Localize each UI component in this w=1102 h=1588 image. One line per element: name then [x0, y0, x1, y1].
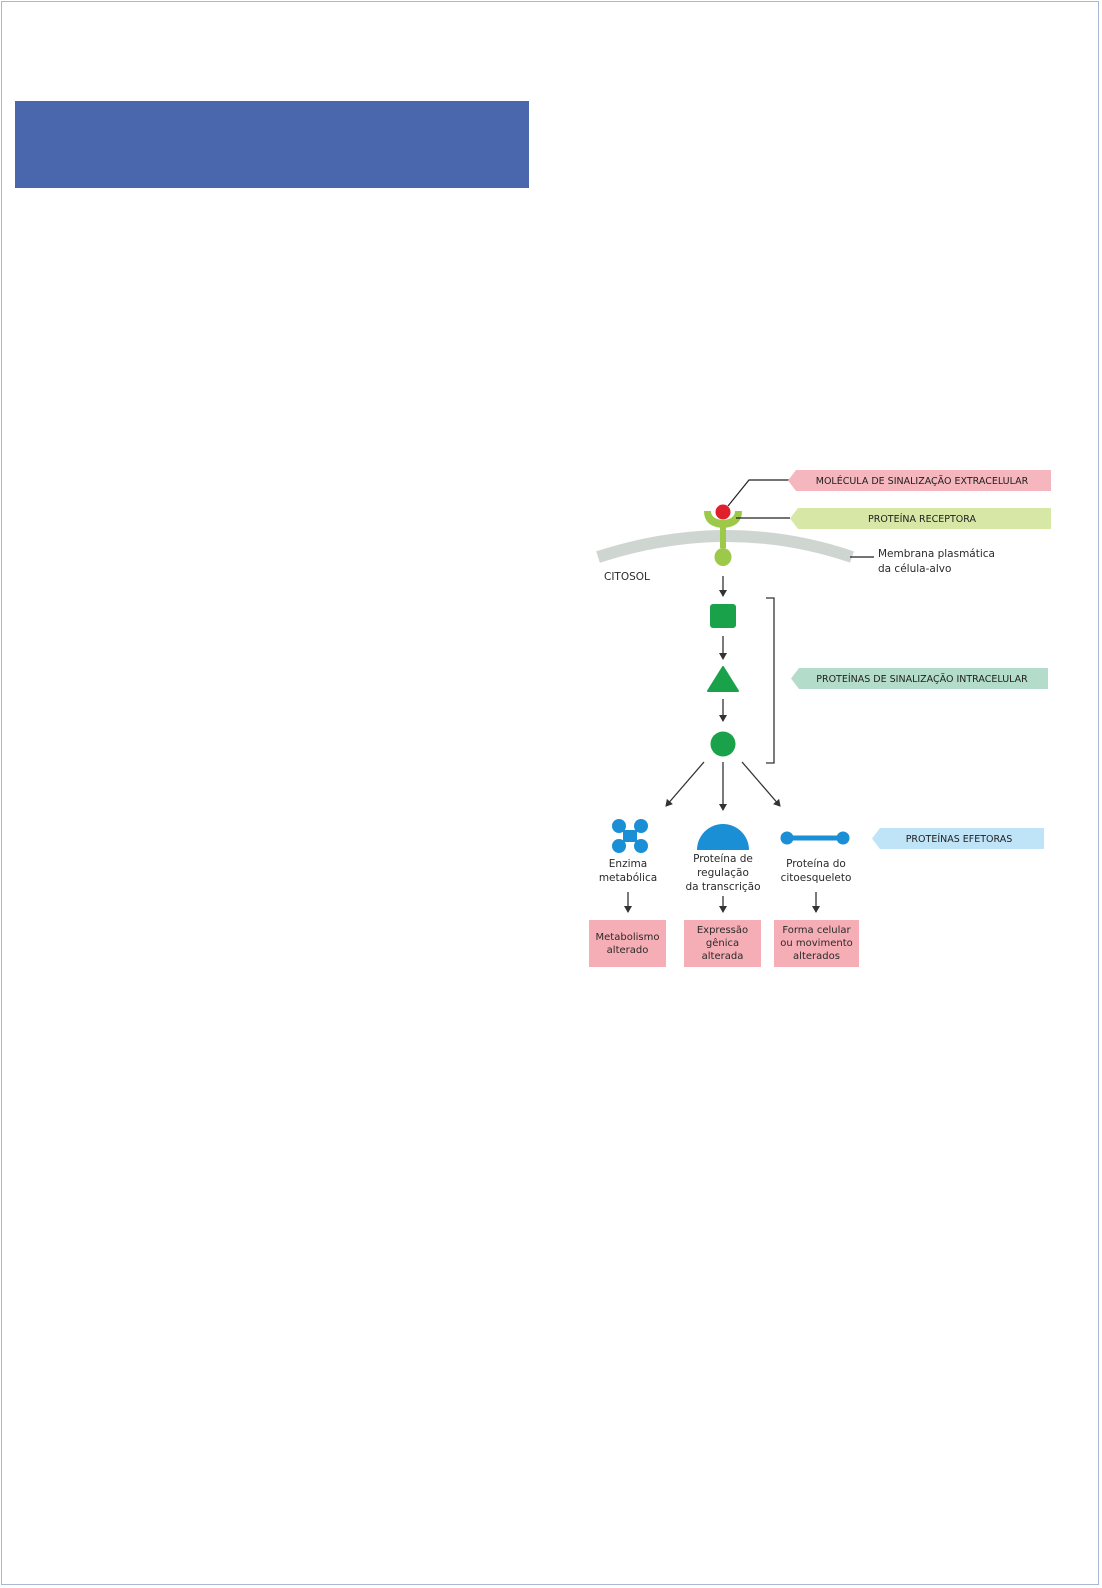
effector-name-enzyme-line1: Enzima: [609, 858, 647, 870]
receptor-protein-pill: PROTEÍNA RECEPTORA: [790, 508, 1051, 529]
extracellular-signal-label: MOLÉCULA DE SINALIZAÇÃO EXTRACELULAR: [816, 475, 1029, 487]
intracellular-proteins-label: PROTEÍNAS DE SINALIZAÇÃO INTRACELULAR: [816, 673, 1028, 685]
outcome-box-gene-expression: Expressão gênica alterada: [684, 920, 761, 967]
effector-name-cytoskeleton-line2: citoesqueleto: [781, 872, 852, 884]
intracellular-circle-icon: [710, 731, 736, 757]
outcome-gene-expression-line3: alterada: [702, 951, 744, 962]
receptor-protein-label: PROTEÍNA RECEPTORA: [868, 513, 977, 525]
effector-name-cytoskeleton-line1: Proteína do: [786, 858, 846, 870]
receptor-protein-icon: [704, 511, 742, 566]
plasma-membrane: [596, 530, 854, 563]
effector-name-enzyme-line2: metabólica: [599, 872, 657, 884]
intracellular-square-icon: [710, 604, 736, 628]
membrane-label-line2: da célula-alvo: [878, 563, 951, 575]
cytosol-label: CITOSOL: [604, 571, 650, 583]
outcome-cell-shape-line3: alterados: [793, 951, 840, 962]
intracellular-proteins-pill: PROTEÍNAS DE SINALIZAÇÃO INTRACELULAR: [791, 668, 1048, 689]
cytoskeleton-protein-icon: [780, 831, 850, 845]
extracellular-signal-pill: MOLÉCULA DE SINALIZAÇÃO EXTRACELULAR: [788, 470, 1051, 491]
effector-name-regulator-line3: da transcrição: [685, 881, 760, 893]
transcription-regulator-icon: [697, 824, 749, 850]
signal-molecule-icon: [715, 504, 731, 520]
arrow-to-cytoskeleton-protein: [741, 761, 781, 807]
outcome-metabolism-line2: alterado: [607, 945, 649, 956]
signal-leader-line: [727, 479, 790, 507]
title-banner: [15, 101, 529, 188]
metabolic-enzyme-icon: [612, 819, 648, 853]
intracellular-bracket: [766, 597, 775, 764]
outcome-box-metabolism: Metabolismo alterado: [589, 920, 666, 967]
effector-name-regulator-line2: regulação: [697, 867, 749, 879]
outcome-cell-shape-line1: Forma celular: [782, 925, 851, 936]
effector-proteins-pill: PROTEÍNAS EFETORAS: [872, 828, 1044, 849]
effector-proteins-label: PROTEÍNAS EFETORAS: [906, 833, 1013, 845]
outcome-gene-expression-line2: gênica: [706, 937, 739, 949]
effector-name-regulator-line1: Proteína de: [693, 853, 753, 865]
outcome-metabolism-line1: Metabolismo: [596, 932, 660, 943]
membrane-label-line1: Membrana plasmática: [878, 548, 995, 560]
intracellular-triangle-icon: [707, 666, 739, 692]
outcome-cell-shape-line2: ou movimento: [780, 938, 852, 949]
outcome-box-cell-shape: Forma celular ou movimento alterados: [774, 920, 859, 967]
arrow-to-enzyme: [665, 761, 705, 807]
outcome-gene-expression-line1: Expressão: [697, 925, 748, 936]
